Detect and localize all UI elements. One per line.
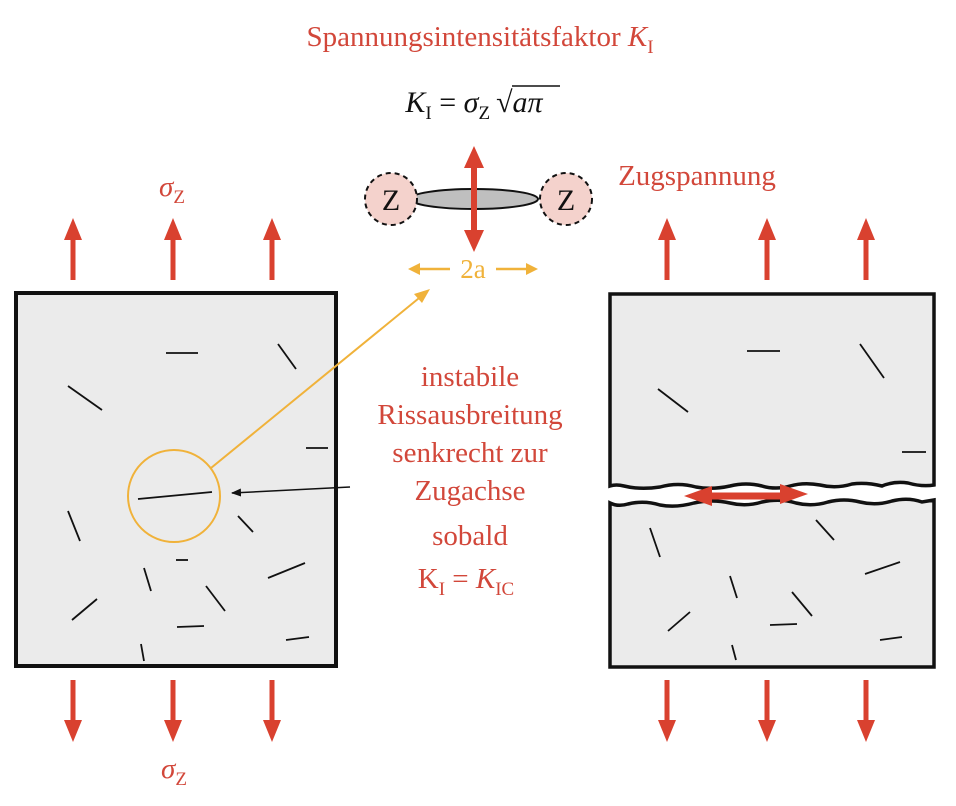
arrow-down-icon	[658, 680, 676, 742]
explanation-line-4: Zugachse	[414, 475, 525, 507]
explanation-line-2: Rissausbreitung	[377, 399, 562, 431]
highlight-circle	[127, 449, 221, 543]
tension-label: Zugspannung	[618, 160, 776, 192]
zone-label-right: Z	[557, 184, 575, 217]
dimension-arrow-right-icon	[526, 263, 538, 275]
arrow-up-icon	[464, 146, 484, 168]
plastic-zone-left	[364, 172, 418, 226]
left-specimen	[14, 291, 338, 668]
propagation-arrow-left-icon	[684, 486, 712, 506]
explanation-line-5: sobald	[432, 520, 508, 552]
right-specimen	[608, 292, 936, 669]
arrow-down-icon	[263, 680, 281, 742]
propagation-arrow-right-icon	[780, 484, 808, 504]
dimension-arrow-left-icon	[408, 263, 420, 275]
arrow-up-icon	[658, 218, 676, 280]
specimen-lower-half	[608, 497, 936, 669]
arrow-up-icon	[164, 218, 182, 280]
specimen-upper-half	[608, 292, 936, 491]
leader-arrow-icon	[414, 289, 430, 303]
stress-intensity-formula: KI = σZ√aπ	[404, 86, 543, 124]
specimen-body	[14, 291, 338, 668]
arrow-up-icon	[64, 218, 82, 280]
tension-arrows	[64, 218, 875, 742]
pointer-line	[231, 486, 351, 497]
arrow-down-icon	[464, 230, 484, 252]
crack-length-label: 2a	[460, 254, 486, 284]
arrow-up-icon	[758, 218, 776, 280]
arrow-down-icon	[64, 680, 82, 742]
arrow-down-icon	[164, 680, 182, 742]
arrow-down-icon	[758, 680, 776, 742]
arrow-down-icon	[857, 680, 875, 742]
microcracks	[67, 343, 328, 662]
stress-label-bottom: σZ	[161, 753, 187, 790]
explanation-line-1: instabile	[421, 361, 519, 393]
explanation: instabile Rissausbreitung senkrecht zur …	[377, 361, 562, 600]
zone-label-left: Z	[382, 184, 400, 217]
detail-leader-line	[210, 293, 425, 469]
plastic-zone-right	[539, 172, 593, 226]
arrow-up-icon	[263, 218, 281, 280]
diagram-title: Spannungsintensitätsfaktor KI	[306, 21, 653, 58]
explanation-condition: KI = KIC	[418, 563, 514, 600]
microcracks-right	[649, 343, 926, 661]
crack-detail: Z Z 2a	[364, 146, 593, 284]
explanation-line-3: senkrecht zur	[392, 437, 548, 469]
stress-label-top: σZ	[159, 171, 185, 208]
arrow-up-icon	[857, 218, 875, 280]
